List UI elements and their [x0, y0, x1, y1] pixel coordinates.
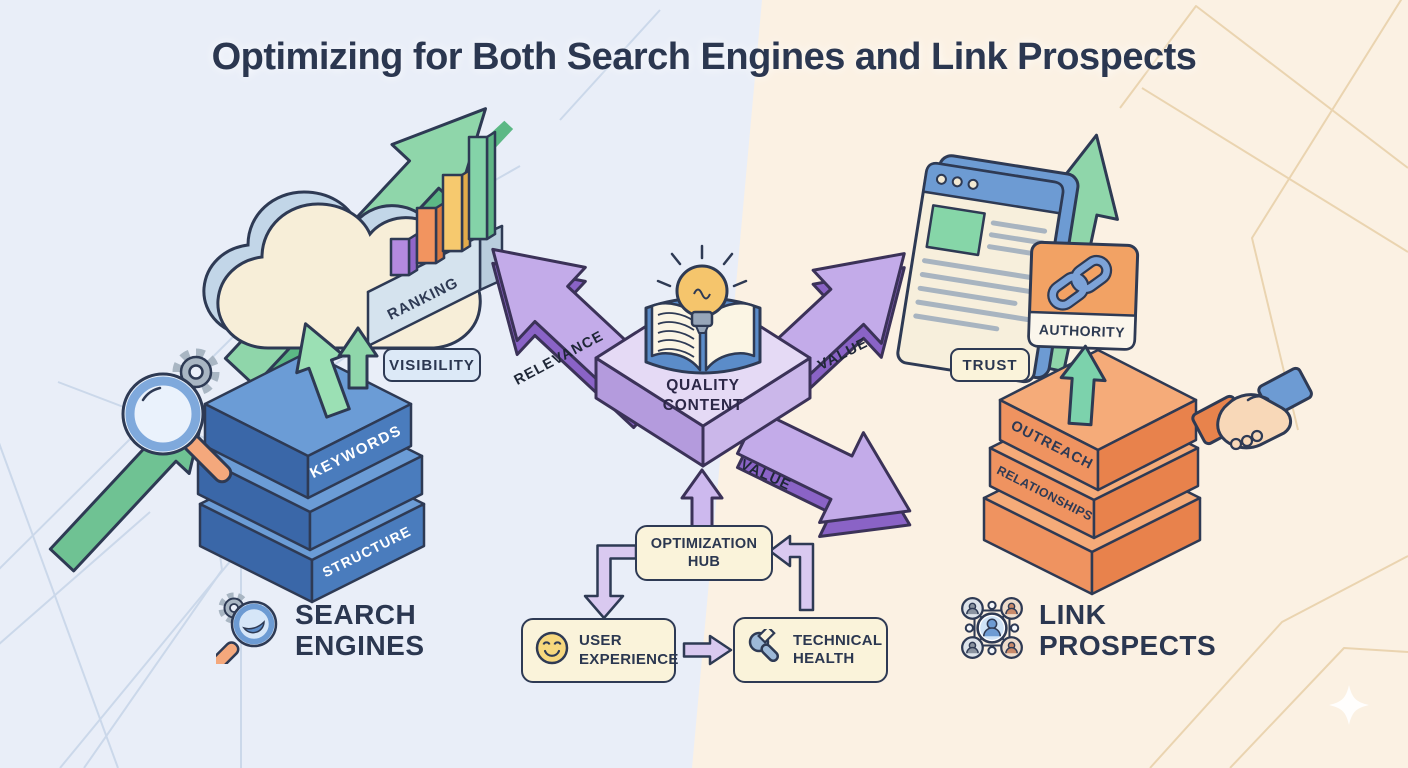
background-lines-right: [1119, 0, 1408, 768]
tech-label-line2: HEALTH: [793, 650, 855, 667]
wrench-icon: [746, 624, 784, 672]
visibility-label: VISIBILITY: [389, 356, 475, 374]
se-heading-line2: ENGINES: [295, 629, 425, 661]
optimization-hub-box: OPTIMIZATION HUB: [635, 525, 773, 581]
handshake-icon: [1191, 366, 1313, 451]
search-engines-icon: [210, 592, 284, 671]
tech-label-line1: TECHNICAL: [793, 631, 883, 649]
people-network-icon: [956, 592, 1028, 669]
se-heading-line1: SEARCH: [295, 599, 417, 631]
link-prospects-heading: LINK PROSPECTS: [956, 592, 1216, 669]
trust-label: TRUST: [962, 356, 1018, 374]
ux-label-line2: EXPERIENCE: [579, 650, 679, 668]
visibility-badge: VISIBILITY: [383, 348, 481, 382]
outreach-relationships-stack: OUTREACH RELATIONSHIPS: [982, 348, 1202, 596]
uplift-arrows: [295, 322, 379, 419]
lightbulb-icon: [656, 244, 748, 334]
trust-badge: TRUST: [950, 348, 1030, 382]
ux-to-tech-arrow: [682, 634, 733, 666]
flow-arrows: [583, 534, 815, 666]
search-engines-heading: SEARCH ENGINES: [210, 592, 425, 671]
magnifier-gear-icon: [121, 348, 233, 484]
hub-label-line2: HUB: [687, 554, 721, 570]
authority-label: AUTHORITY: [1039, 321, 1126, 340]
hub-label-line1: OPTIMIZATION: [650, 535, 758, 552]
tech-to-hub-arrow: [768, 534, 815, 612]
authority-card: AUTHORITY: [1027, 240, 1140, 351]
chain-link-icon: [1047, 254, 1113, 311]
platform-label-line1: QUALITY: [666, 377, 740, 394]
lp-heading-line2: PROSPECTS: [1039, 629, 1217, 661]
gear-icon: [172, 348, 220, 396]
user-experience-box: USER EXPERIENCE: [521, 618, 679, 683]
ux-label-line1: USER: [579, 632, 622, 650]
outreach-up-arrow: [1059, 344, 1107, 427]
page-title: Optimizing for Both Search Engines and L…: [211, 36, 1197, 78]
magnifier-icon: [121, 372, 233, 484]
platform-label-line2: CONTENT: [663, 397, 744, 414]
sparkle-icon: [1329, 685, 1369, 725]
lp-heading-line1: LINK: [1039, 599, 1107, 631]
hub-to-ux-arrow: [583, 544, 638, 620]
technical-health-box: TECHNICAL HEALTH: [733, 617, 888, 683]
smiley-icon: [534, 630, 570, 671]
